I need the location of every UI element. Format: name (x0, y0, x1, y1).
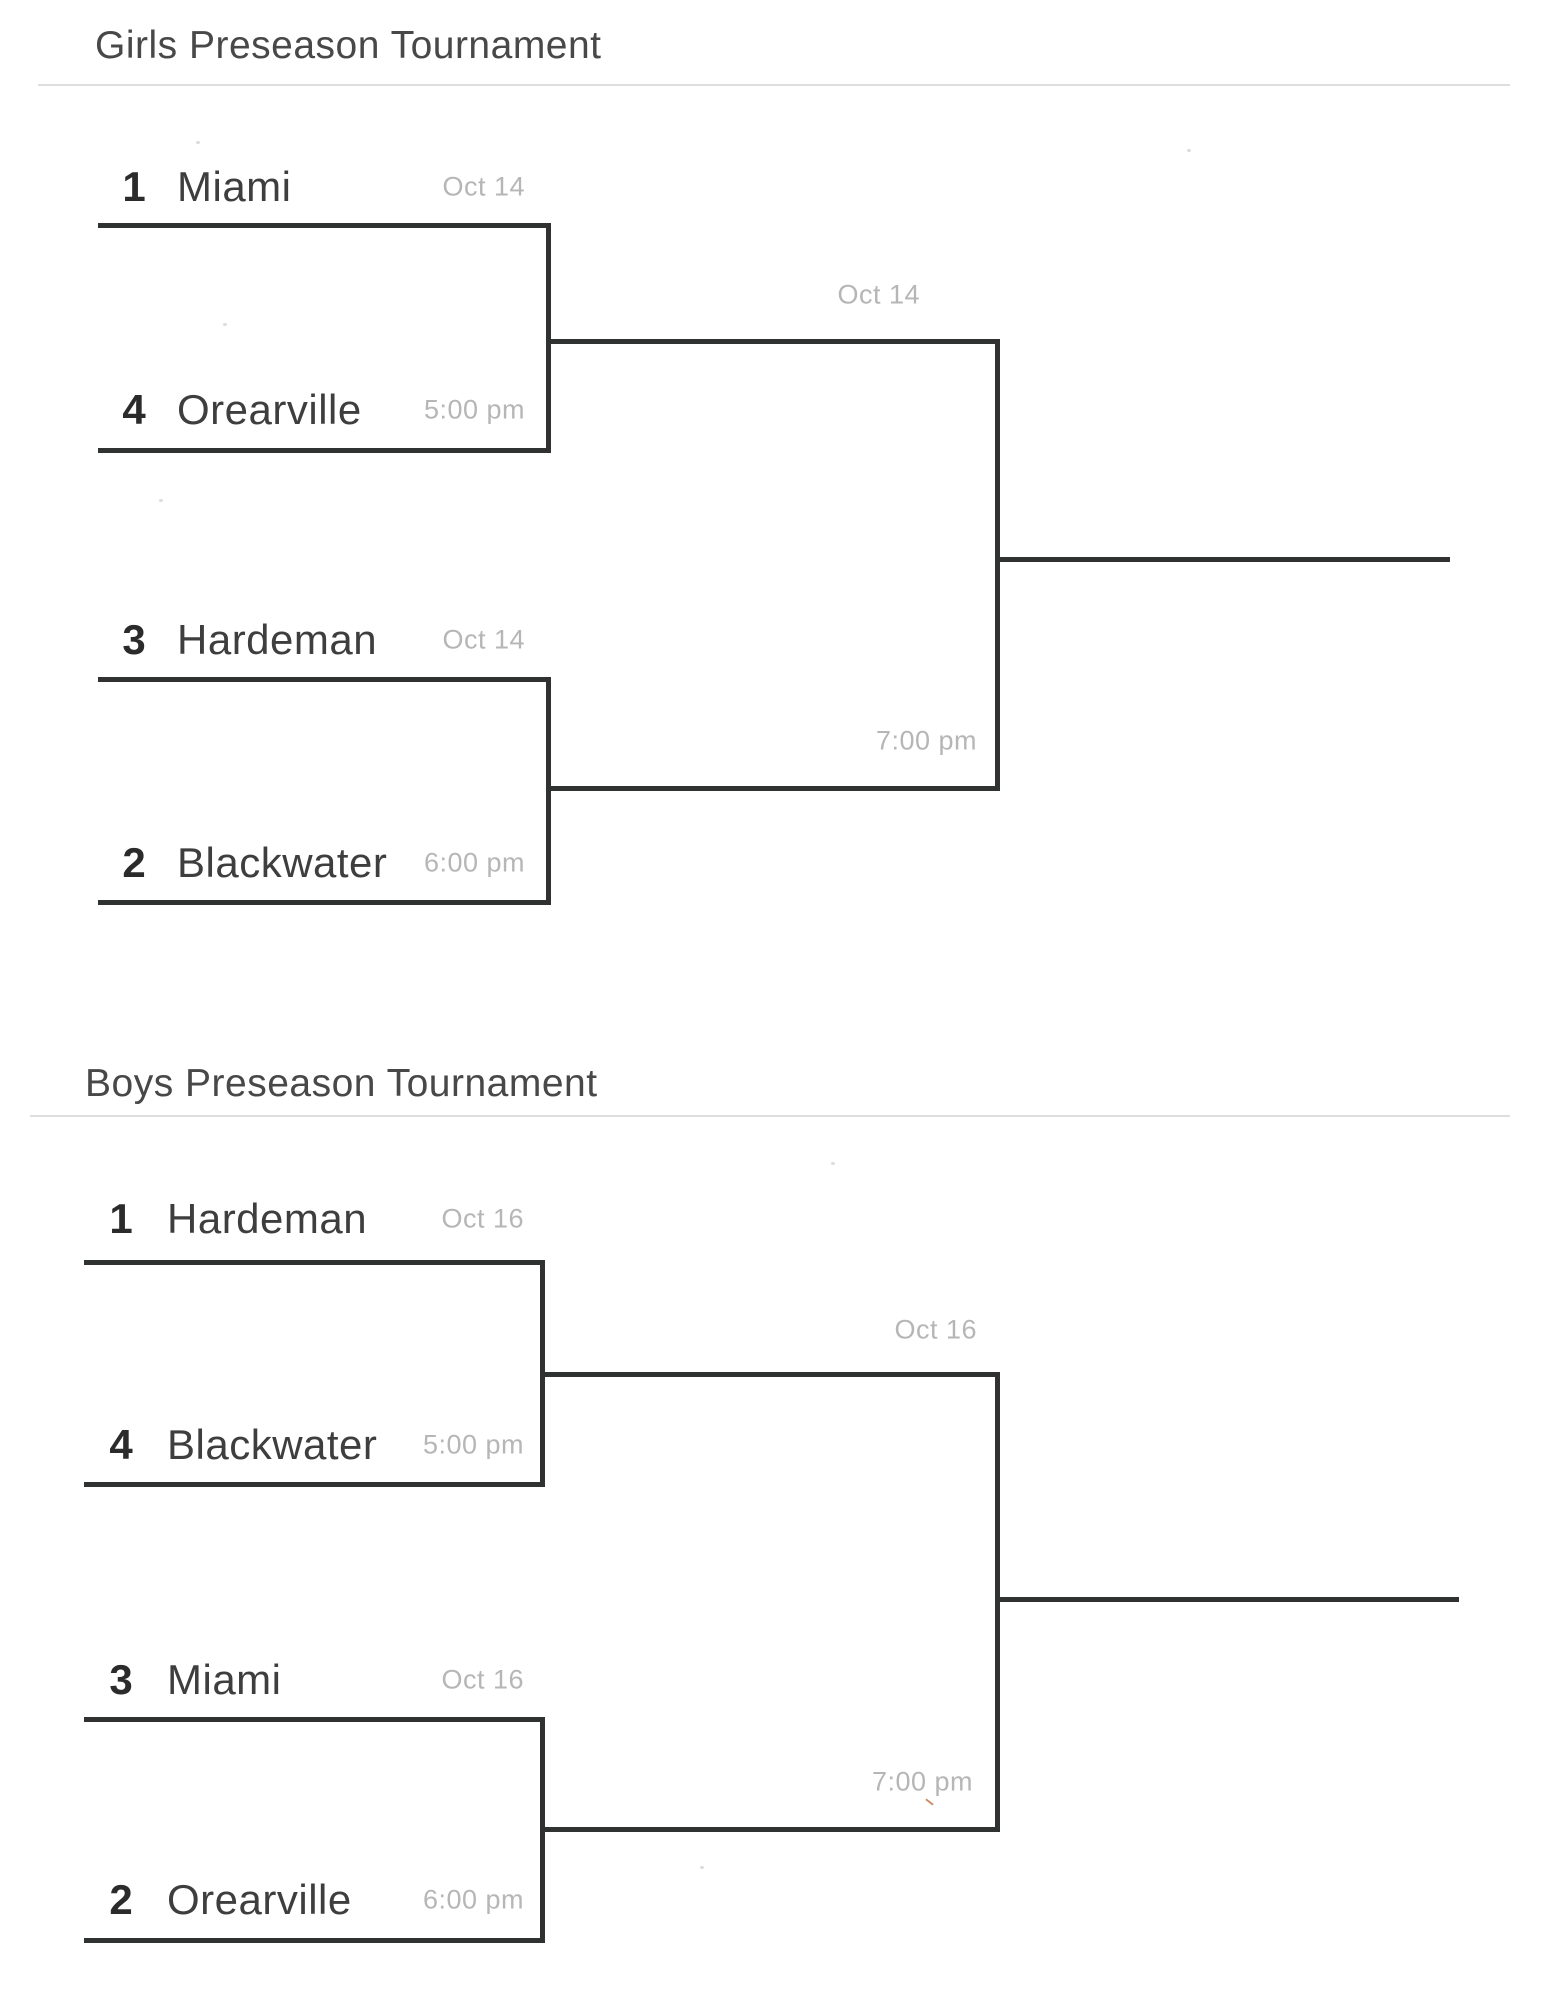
boys-final-line (1000, 1597, 1459, 1602)
boys-m1-top-team: Hardeman (167, 1195, 368, 1242)
scan-speck (1187, 149, 1191, 152)
girls-m2-time: 6:00 pm (423, 847, 525, 878)
girls-m2-top-seed: 3 (122, 616, 146, 663)
girls-m2-bottom-seed: 2 (122, 839, 146, 886)
girls-m2-bottom-line (98, 900, 551, 905)
scan-speck (223, 323, 227, 326)
girls-m1-top-seed: 1 (122, 163, 146, 210)
girls-m2-vertical (546, 677, 551, 905)
girls-m2-date: Oct 14 (442, 624, 525, 655)
boys-semifinal-vertical (995, 1372, 1000, 1832)
boys-m2-top-seed: 3 (109, 1656, 133, 1703)
girls-m1-bottom-team: Orearville (177, 386, 362, 433)
girls-final-date: Oct 14 (837, 279, 920, 310)
girls-m1-date: Oct 14 (442, 171, 525, 202)
girls-m1-bottom-line (98, 448, 551, 453)
boys-m1-bottom-line (84, 1482, 545, 1487)
boys-m2-top-team: Miami (167, 1656, 282, 1703)
boys-m2-bottom-team: Orearville (167, 1876, 352, 1923)
girls-m2-top-line (98, 677, 551, 682)
girls-m1-winner-connector (551, 339, 1000, 344)
girls-m2-bottom-team: Blackwater (177, 839, 388, 886)
girls-final-line (1000, 557, 1450, 562)
girls-m1-top-team: Miami (177, 163, 292, 210)
girls-bracket-title: Girls Preseason Tournament (95, 24, 602, 67)
girls-title-divider (38, 84, 1510, 86)
boys-m1-winner-connector (545, 1372, 1000, 1377)
girls-m1-top-line (98, 223, 551, 228)
boys-final-time: 7:00 pm (871, 1766, 973, 1797)
boys-m2-top-line (84, 1717, 545, 1722)
boys-m1-bottom-seed: 4 (109, 1421, 133, 1468)
boys-bracket-title: Boys Preseason Tournament (85, 1062, 598, 1105)
girls-m1-bottom-seed: 4 (122, 386, 146, 433)
boys-m2-bottom-line (84, 1938, 545, 1943)
scan-speck (196, 141, 200, 144)
girls-m1-vertical (546, 223, 551, 453)
boys-title-divider (30, 1115, 1510, 1117)
boys-m2-winner-connector (545, 1827, 1000, 1832)
girls-final-time: 7:00 pm (875, 725, 977, 756)
boys-final-date: Oct 16 (894, 1314, 977, 1345)
girls-m2-top-team: Hardeman (177, 616, 378, 663)
girls-semifinal-vertical (995, 339, 1000, 791)
girls-m1-time: 5:00 pm (423, 394, 525, 425)
boys-m1-date: Oct 16 (441, 1203, 524, 1234)
pen-tick-mark (925, 1798, 934, 1806)
girls-m2-winner-connector (551, 786, 1000, 791)
boys-m2-date: Oct 16 (441, 1664, 524, 1695)
boys-m2-vertical (540, 1717, 545, 1943)
boys-m1-bottom-team: Blackwater (167, 1421, 378, 1468)
boys-m1-top-seed: 1 (109, 1195, 133, 1242)
boys-m1-top-line (84, 1260, 545, 1265)
boys-m1-time: 5:00 pm (422, 1429, 524, 1460)
scan-speck (159, 499, 163, 502)
boys-m2-bottom-seed: 2 (109, 1876, 133, 1923)
boys-m1-vertical (540, 1260, 545, 1487)
scan-speck (700, 1866, 704, 1869)
scan-speck (831, 1162, 835, 1165)
boys-m2-time: 6:00 pm (422, 1884, 524, 1915)
